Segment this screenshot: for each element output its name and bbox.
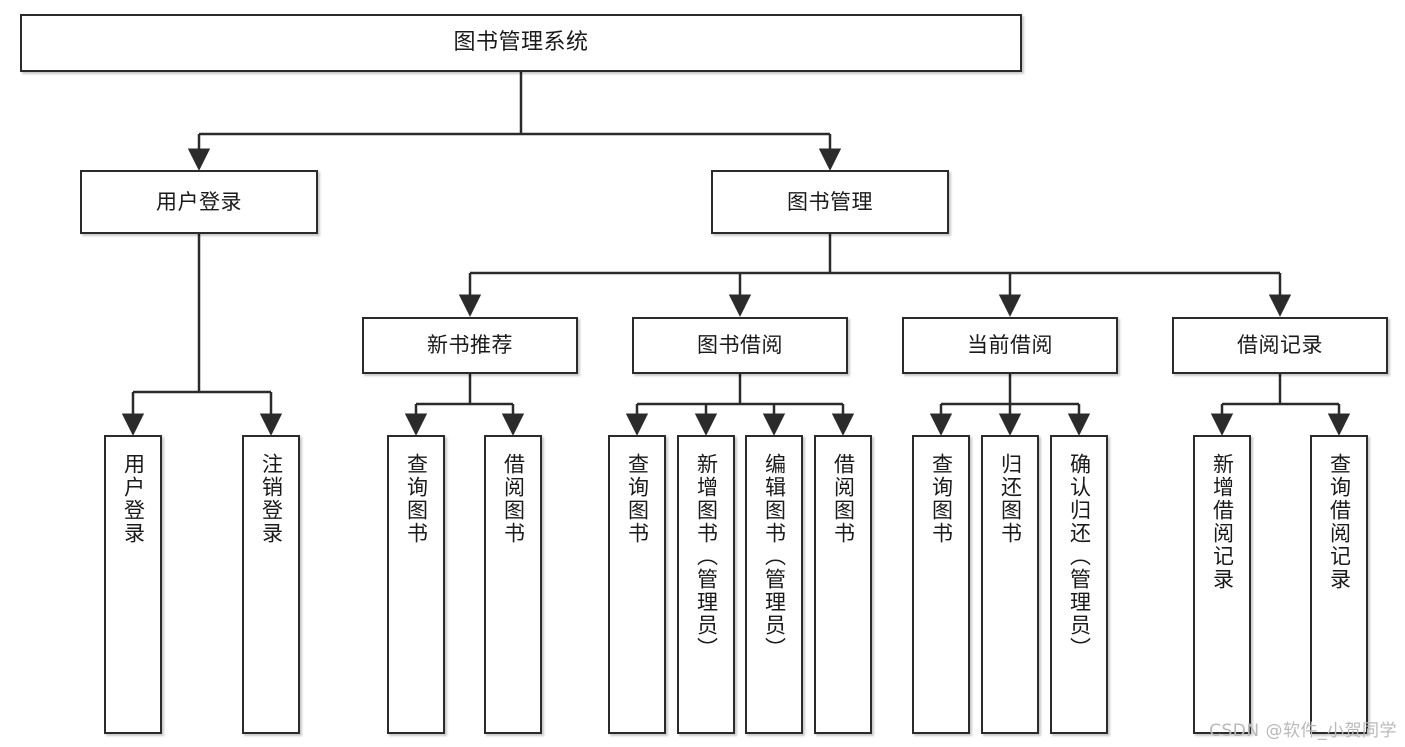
- csdn-watermark: CSDN @软件_小贺同学: [1209, 721, 1397, 741]
- node-leaf-query-book-new[interactable]: 查询图书: [387, 435, 445, 734]
- node-leaf-edit-book-admin[interactable]: 编辑图书（管理员）: [745, 435, 803, 734]
- node-leaf-query-borrow-record-label: 查询借阅记录: [1327, 453, 1352, 591]
- node-borrow-record-label: 借阅记录: [1237, 333, 1323, 358]
- node-leaf-logout-label: 注销登录: [259, 453, 284, 545]
- node-root[interactable]: 图书管理系统: [20, 14, 1022, 72]
- node-new-book-recommend-label: 新书推荐: [427, 333, 513, 358]
- node-leaf-user-login[interactable]: 用户登录: [104, 435, 162, 734]
- node-leaf-query-book-current-label: 查询图书: [929, 453, 954, 545]
- node-current-borrow-label: 当前借阅: [967, 333, 1053, 358]
- node-leaf-user-login-label: 用户登录: [121, 453, 146, 545]
- node-book-management[interactable]: 图书管理: [711, 170, 949, 234]
- node-leaf-add-book-admin[interactable]: 新增图书（管理员）: [677, 435, 735, 734]
- node-user-login[interactable]: 用户登录: [80, 170, 318, 234]
- node-leaf-query-book-borrow[interactable]: 查询图书: [608, 435, 666, 734]
- node-leaf-logout[interactable]: 注销登录: [242, 435, 300, 734]
- node-leaf-query-book-new-label: 查询图书: [404, 453, 429, 545]
- node-leaf-query-book-current[interactable]: 查询图书: [912, 435, 970, 734]
- node-book-borrow-label: 图书借阅: [697, 333, 783, 358]
- node-borrow-record[interactable]: 借阅记录: [1172, 317, 1388, 374]
- node-book-management-label: 图书管理: [787, 189, 873, 214]
- node-leaf-return-book-label: 归还图书: [998, 453, 1023, 545]
- node-leaf-edit-book-admin-label: 编辑图书（管理员）: [762, 453, 787, 660]
- node-book-borrow[interactable]: 图书借阅: [632, 317, 848, 374]
- node-leaf-add-book-admin-label: 新增图书（管理员）: [694, 453, 719, 660]
- node-leaf-borrow-book-new-label: 借阅图书: [501, 453, 526, 545]
- node-leaf-confirm-return-admin[interactable]: 确认归还（管理员）: [1050, 435, 1108, 734]
- node-leaf-borrow-book[interactable]: 借阅图书: [814, 435, 872, 734]
- node-new-book-recommend[interactable]: 新书推荐: [362, 317, 578, 374]
- node-leaf-add-borrow-record[interactable]: 新增借阅记录: [1193, 435, 1251, 734]
- node-root-label: 图书管理系统: [453, 30, 589, 56]
- node-current-borrow[interactable]: 当前借阅: [902, 317, 1118, 374]
- node-leaf-return-book[interactable]: 归还图书: [981, 435, 1039, 734]
- node-user-login-label: 用户登录: [156, 189, 242, 214]
- node-leaf-borrow-book-new[interactable]: 借阅图书: [484, 435, 542, 734]
- node-leaf-query-book-borrow-label: 查询图书: [625, 453, 650, 545]
- node-leaf-confirm-return-admin-label: 确认归还（管理员）: [1067, 453, 1092, 660]
- node-leaf-query-borrow-record[interactable]: 查询借阅记录: [1310, 435, 1368, 734]
- node-leaf-borrow-book-label: 借阅图书: [831, 453, 856, 545]
- node-leaf-add-borrow-record-label: 新增借阅记录: [1210, 453, 1235, 591]
